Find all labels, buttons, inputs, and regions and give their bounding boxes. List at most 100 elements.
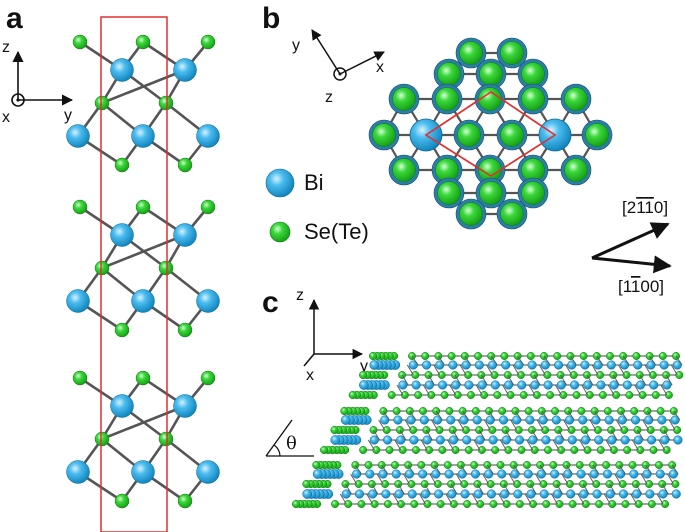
se-atom: [522, 461, 531, 469]
bi-atom: [539, 489, 549, 499]
se-atom: [618, 480, 627, 488]
se-atom: [411, 371, 420, 379]
se-atom: [435, 426, 444, 434]
bond: [424, 483, 432, 495]
bond: [535, 473, 542, 485]
bi-atom: [196, 460, 220, 484]
se-atom: [581, 500, 590, 508]
bond: [101, 233, 186, 270]
bond: [406, 364, 414, 376]
bi-atom: [567, 435, 577, 445]
bi-atom: [475, 435, 485, 445]
bond: [581, 384, 589, 396]
bond: [471, 493, 479, 505]
bi-atom: [418, 469, 428, 479]
bond: [513, 464, 521, 475]
se-atom: [434, 352, 443, 360]
bond: [556, 483, 564, 495]
direction-lower-arrow: [591, 255, 672, 274]
se-atom: [367, 480, 376, 488]
se-atom: [500, 352, 509, 360]
bond: [478, 429, 486, 441]
se-atom: [477, 446, 486, 454]
bi-atom: [472, 415, 482, 425]
bond: [660, 384, 668, 396]
se-atom: [530, 446, 539, 454]
se-atom: [177, 493, 193, 509]
bond: [570, 355, 577, 366]
se-atom: [532, 391, 541, 399]
bond: [541, 410, 549, 421]
se-atom: [553, 352, 562, 360]
bond: [663, 429, 671, 441]
bi-atom: [477, 380, 487, 390]
bond: [614, 473, 622, 485]
bond: [644, 364, 652, 376]
se-atom: [585, 123, 609, 147]
bi-atom: [396, 435, 406, 445]
bi-atom: [500, 489, 510, 499]
se-atom: [340, 406, 349, 416]
bond: [610, 429, 618, 441]
se-atom: [436, 500, 445, 508]
se-atom: [438, 446, 447, 454]
se-atom: [450, 371, 459, 379]
bi-atom: [173, 394, 197, 418]
se-atom: [466, 391, 475, 399]
bond: [512, 364, 520, 376]
bi-atom: [470, 469, 480, 479]
bond: [645, 464, 653, 475]
se-atom: [354, 480, 363, 488]
bi-atom: [602, 469, 612, 479]
se-atom: [158, 95, 174, 111]
se-atom: [464, 371, 473, 379]
legend-bi-marker: [265, 168, 295, 198]
axis-y-label: y: [292, 37, 300, 54]
bi-atom: [448, 435, 459, 445]
bond: [515, 410, 522, 421]
bond: [631, 439, 639, 451]
axis-x-label: x: [2, 109, 10, 126]
bi-atom: [196, 289, 220, 313]
bi-atom: [620, 435, 630, 445]
se-atom: [638, 391, 647, 399]
bond: [670, 364, 678, 376]
bi-atom: [525, 415, 535, 425]
bond: [367, 439, 375, 451]
se-atom: [598, 391, 607, 399]
se-atom: [628, 461, 637, 469]
se-atom: [387, 391, 396, 399]
se-atom: [503, 371, 512, 379]
bond: [603, 493, 611, 505]
bi-atom: [655, 469, 665, 479]
panel-label-b: b: [262, 2, 280, 35]
se-atom: [479, 181, 503, 205]
bond: [422, 384, 430, 396]
se-atom: [423, 500, 432, 508]
bond: [567, 410, 575, 421]
se-atom: [368, 351, 378, 361]
bi-atom: [649, 380, 659, 390]
unit-cell-outline-top: [424, 91, 557, 177]
bi-atom: [434, 489, 444, 499]
se-atom: [606, 352, 614, 360]
se-atom: [383, 500, 392, 508]
se-atom: [449, 500, 458, 508]
se-atom: [543, 446, 552, 454]
se-atom: [200, 370, 216, 386]
se-atom: [461, 426, 470, 434]
se-atom: [501, 426, 510, 434]
se-atom: [493, 391, 502, 399]
bond: [429, 473, 437, 485]
se-atom: [370, 500, 379, 508]
bi-atom: [381, 489, 391, 499]
top-view-structure: [368, 37, 613, 230]
bi-atom: [659, 360, 669, 370]
bond: [618, 364, 625, 376]
unit-cell-box: [100, 16, 168, 532]
bond: [587, 473, 595, 485]
bi-atom: [604, 415, 614, 425]
bond: [647, 410, 654, 421]
bond: [409, 410, 417, 421]
bi-atom: [605, 489, 615, 499]
